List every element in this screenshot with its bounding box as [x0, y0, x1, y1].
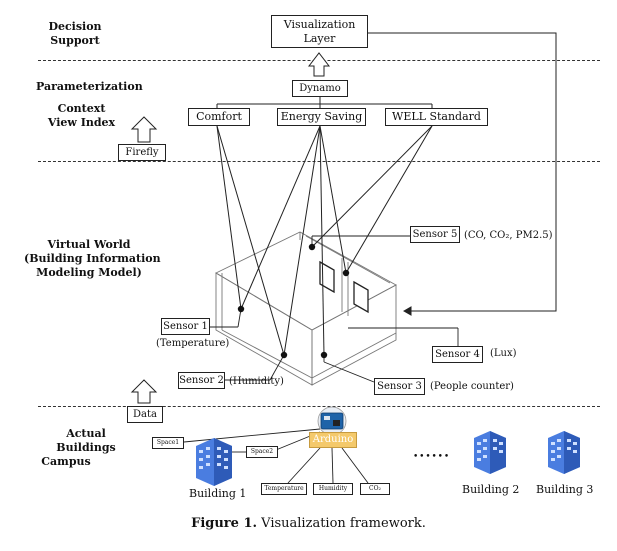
well-standard-box: WELL Standard: [385, 108, 488, 126]
sensor5-dot: [308, 243, 316, 251]
energy-saving-box: Energy Saving: [277, 108, 366, 126]
separator-virtual: [38, 406, 600, 407]
sensor4-box: Sensor 4: [432, 346, 483, 363]
dynamo-box: Dynamo: [292, 80, 348, 97]
data-box: Data: [127, 406, 163, 423]
layer-parameterization: Parameterization: [36, 80, 143, 93]
building2-label: Building 2: [462, 483, 520, 496]
layer-campus: Campus: [41, 455, 91, 468]
space1-tag: Space1: [152, 437, 184, 449]
arduino-box: Arduino: [309, 432, 357, 448]
index-sensor-links: [216, 125, 433, 356]
sensor3-dot: [320, 351, 328, 359]
figure-caption-prefix: Figure 1.: [191, 516, 258, 531]
feedback-connector: [368, 32, 557, 312]
feedback-arrowhead: [402, 306, 412, 316]
up-arrow-data: [130, 379, 158, 404]
visualization-layer-box: Visualization Layer: [271, 15, 368, 48]
sensor1-note: (Temperature): [156, 338, 230, 349]
sensor2-note: (Humidity): [229, 376, 284, 387]
sensor4-note: (Lux): [490, 348, 517, 359]
separator-context: [38, 161, 600, 162]
sensor4-dot: [342, 269, 350, 277]
building2-icon: [474, 431, 506, 474]
co2-output-tag: CO₂: [360, 483, 390, 495]
sensor5-box: Sensor 5: [410, 226, 460, 243]
building1-icon: [196, 438, 232, 486]
building1-label: Building 1: [189, 487, 247, 500]
temperature-output-tag: Temperature: [261, 483, 307, 495]
figure-caption: Figure 1. Visualization framework.: [0, 516, 617, 531]
sensor3-box: Sensor 3: [374, 378, 425, 395]
firefly-box: Firefly: [118, 144, 166, 161]
building3-label: Building 3: [536, 483, 594, 496]
layer-actual-buildings: Actual Buildings: [56, 427, 116, 454]
sensor2-dot: [280, 351, 288, 359]
up-arrow-dynamo: [307, 52, 331, 77]
building3-icon: [548, 431, 580, 474]
sensor3-note: (People counter): [430, 381, 514, 392]
layer-context-view-index: Context View Index: [47, 102, 116, 129]
up-arrow-firefly: [130, 116, 158, 143]
layer-decision-support: Decision Support: [48, 20, 102, 47]
arduino-board-icon: [317, 406, 347, 436]
more-buildings-ellipsis: • • • • • •: [413, 452, 449, 462]
room-windows: [319, 260, 369, 314]
sensor1-box: Sensor 1: [161, 318, 210, 335]
space2-tag: Space2: [246, 446, 278, 458]
comfort-box: Comfort: [188, 108, 250, 126]
figure-caption-text: Visualization framework.: [257, 516, 426, 531]
layer-virtual-world: Virtual World (Building Information Mode…: [24, 238, 161, 279]
sensor1-dot: [237, 305, 245, 313]
sensor5-note: (CO, CO₂, PM2.5): [464, 230, 553, 241]
humidity-output-tag: Humidity: [313, 483, 353, 495]
sensor2-box: Sensor 2: [178, 372, 225, 389]
